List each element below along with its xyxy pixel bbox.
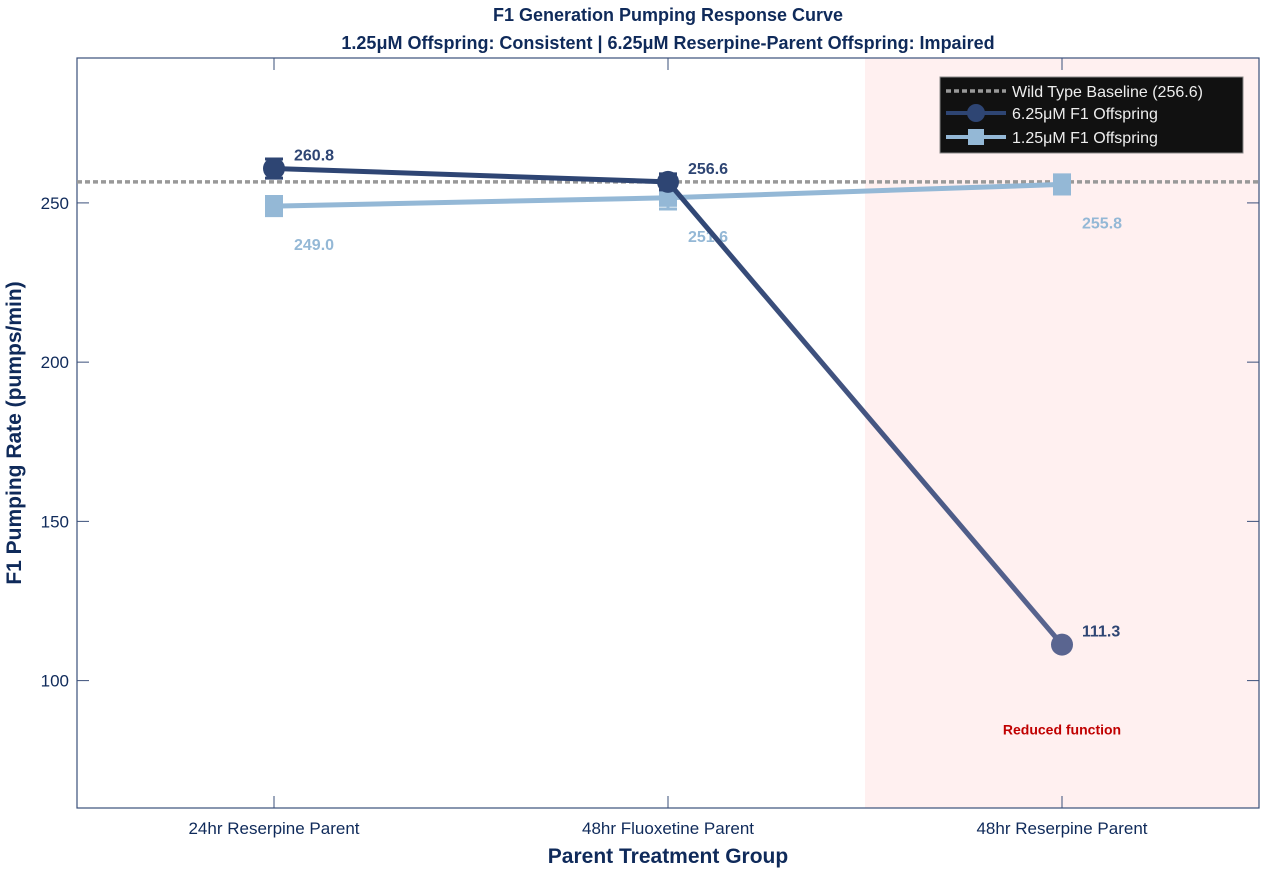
y-tick-label: 150 xyxy=(41,512,69,531)
data-label: 255.8 xyxy=(1082,215,1122,232)
data-point-square xyxy=(1053,175,1071,194)
series-line-segment xyxy=(273,166,669,185)
y-axis-label: F1 Pumping Rate (pumps/min) xyxy=(3,281,26,584)
x-tick-label: 24hr Reserpine Parent xyxy=(188,819,359,838)
y-tick-label: 100 xyxy=(41,672,69,691)
legend-swatch-marker xyxy=(968,129,984,145)
data-point-square xyxy=(659,188,677,207)
data-label: 249.0 xyxy=(294,237,334,254)
data-point-circle xyxy=(1051,633,1073,656)
data-point-circle xyxy=(263,157,285,180)
series-line-segment xyxy=(667,181,1063,201)
y-tick-label: 250 xyxy=(41,194,69,213)
data-label: 260.8 xyxy=(294,148,334,165)
data-label: 256.6 xyxy=(688,161,728,178)
x-tick-label: 48hr Reserpine Parent xyxy=(976,819,1147,838)
annotation-reduced-function: Reduced function xyxy=(1003,722,1121,738)
legend-label-1-25: 1.25μM F1 Offspring xyxy=(1012,130,1158,147)
chart-title: F1 Generation Pumping Response Curve xyxy=(493,5,843,25)
data-point-square xyxy=(265,197,283,216)
y-tick-label: 200 xyxy=(41,353,69,372)
legend-swatch-marker xyxy=(967,104,985,122)
legend-label-baseline: Wild Type Baseline (256.6) xyxy=(1012,84,1203,101)
data-point-circle xyxy=(657,170,679,193)
chart-subtitle: 1.25μM Offspring: Consistent | 6.25μM Re… xyxy=(341,33,994,53)
shaded-region xyxy=(865,58,1259,808)
series-line-segment xyxy=(666,180,1064,647)
x-axis-label: Parent Treatment Group xyxy=(548,845,788,868)
legend-label-6-25: 6.25μM F1 Offspring xyxy=(1012,106,1158,123)
x-tick-label: 48hr Fluoxetine Parent xyxy=(582,819,754,838)
data-label: 111.3 xyxy=(1082,624,1120,641)
series-line-segment xyxy=(273,195,669,209)
